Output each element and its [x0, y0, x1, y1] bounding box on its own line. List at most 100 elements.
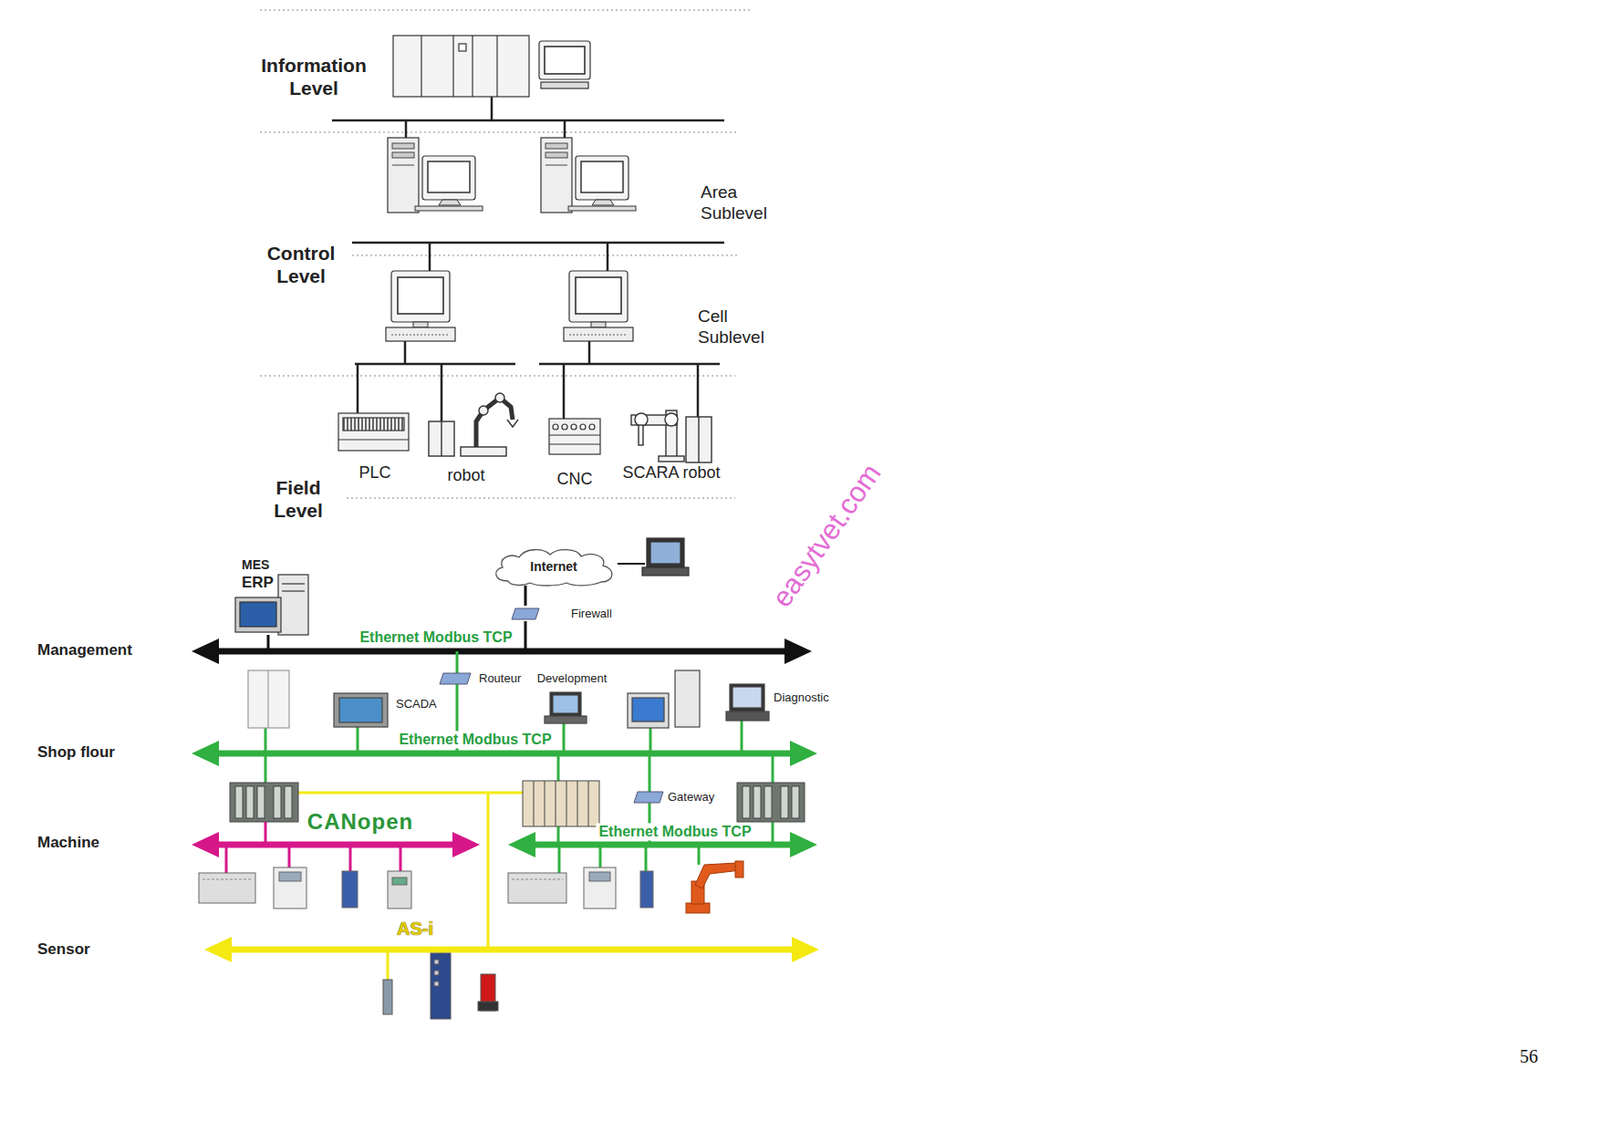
management-bus [213, 648, 790, 655]
diagnostic-laptop [732, 686, 762, 708]
shop-floor-bus [789, 740, 818, 767]
robot-icon [428, 421, 455, 457]
asi-bus [791, 936, 820, 963]
server-cabinet [248, 670, 290, 728]
plc-racks [737, 782, 805, 822]
plc-racks [235, 786, 243, 819]
plc-icon [342, 417, 405, 431]
mes-erp-computer [281, 590, 305, 592]
sensor-devices [434, 959, 439, 965]
firewall-icon [510, 606, 541, 622]
page-number: 56 [1519, 1045, 1538, 1068]
device-label: SCADA [395, 696, 437, 712]
machine-devices [279, 872, 302, 882]
device-label: robot [446, 466, 485, 487]
level-separators [259, 9, 750, 11]
robot-icon [460, 446, 507, 457]
asi-bus [204, 936, 232, 963]
machine-devices [273, 867, 307, 909]
shop-floor-wires [771, 753, 775, 783]
firewall-icon [511, 608, 540, 620]
router-icon [439, 673, 471, 685]
mainframe-icon [452, 35, 454, 97]
top-network-wires [356, 363, 360, 414]
machine-devices [198, 867, 654, 909]
node-text: Internet [529, 559, 577, 574]
cnc-icon [549, 418, 601, 455]
top-network-wires [440, 363, 444, 422]
machine-devices [392, 877, 407, 885]
mainframe-icon [544, 46, 585, 74]
top-network-wires [352, 241, 725, 245]
sensor-devices [434, 981, 439, 987]
top-network-wires [563, 120, 567, 138]
level-separators [352, 254, 739, 256]
shop-floor-wires [265, 651, 773, 845]
top-network-wires [588, 341, 592, 364]
canopen-bus [452, 831, 480, 858]
industrial-robot [685, 861, 744, 914]
machine-devices [202, 879, 252, 881]
canopen-bus [215, 841, 457, 849]
firewall-device: Firewall [510, 605, 613, 622]
machine-ethernet-bus [508, 831, 536, 858]
plc-racks [764, 786, 772, 819]
mainframe-icon [496, 35, 498, 97]
robot-icon [476, 397, 513, 447]
level-separators [346, 497, 736, 499]
device-label: CNC [557, 469, 593, 490]
management-bus [191, 638, 219, 665]
plc-icon [338, 438, 409, 440]
robot-icon [495, 393, 505, 403]
plc-racks [264, 821, 268, 845]
scara-robot-icon [634, 413, 648, 426]
mainframe-icon [540, 82, 589, 89]
plc-icon [338, 413, 409, 451]
scara-robot-icon [697, 416, 699, 463]
plc-racks [246, 786, 254, 819]
mainframe-icon [471, 35, 473, 97]
plc-racks [544, 780, 546, 827]
development-computers [552, 695, 579, 714]
plc-racks [791, 786, 800, 819]
server-cabinet [267, 670, 269, 728]
system-label: ERP [241, 573, 274, 593]
machine-devices [508, 872, 567, 904]
level-name: Management [37, 641, 133, 660]
cnc-icon [549, 418, 601, 455]
cnc-icon [580, 424, 586, 430]
mainframe-icon [420, 35, 422, 97]
industrial-robot [685, 903, 710, 914]
top-network-wires [562, 363, 566, 419]
plc-racks [273, 786, 281, 819]
shop-floor-wires [740, 720, 744, 754]
machine-drops [599, 844, 603, 868]
scara-robot-icon [631, 410, 712, 463]
diagnostic-laptop [726, 711, 769, 721]
plc-racks [753, 786, 761, 819]
level-name: Shop flour [37, 743, 115, 762]
shop-floor-wires [557, 753, 561, 781]
scara-robot-icon [664, 413, 678, 426]
scara-robot-icon [638, 425, 644, 446]
gateway-icon [633, 791, 664, 803]
industrial-robot [695, 862, 741, 889]
scada-panel [339, 697, 383, 723]
device-label: Development [537, 671, 608, 686]
plc-racks [742, 786, 750, 819]
machine-drops [349, 844, 353, 872]
sensor-devices [383, 979, 393, 1015]
machine-ethernet-bus [789, 831, 818, 858]
machine-ethernet-bus [531, 841, 794, 849]
cnc-icon [549, 443, 601, 445]
asi-bus [228, 946, 796, 954]
shop-floor-wires [649, 727, 653, 754]
mes-erp-computer [235, 597, 281, 633]
cnc-icon [571, 424, 577, 430]
level-name: Sensor [37, 940, 91, 959]
remote-laptop [617, 562, 645, 565]
plc-racks [588, 780, 590, 827]
cnc-icon [549, 434, 601, 436]
sublevel-name: Area Sublevel [700, 182, 790, 225]
plc-racks [780, 786, 789, 819]
